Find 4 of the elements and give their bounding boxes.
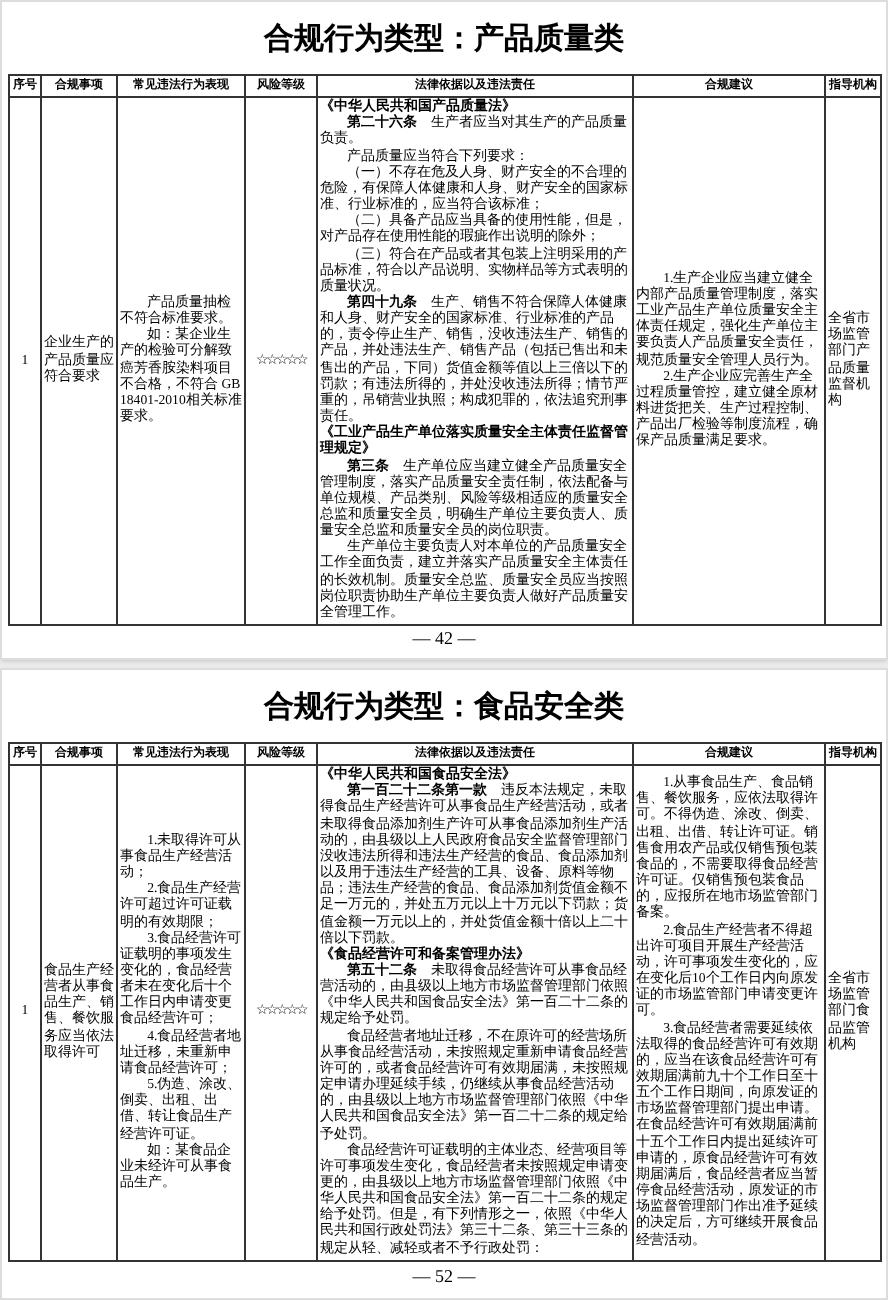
page-title: 合规行为类型：产品质量类 xyxy=(264,20,624,60)
page-number: — 52 — xyxy=(412,1263,476,1289)
page-title: 合规行为类型：食品安全类 xyxy=(264,688,624,728)
page-number: — 42 — xyxy=(412,626,476,653)
